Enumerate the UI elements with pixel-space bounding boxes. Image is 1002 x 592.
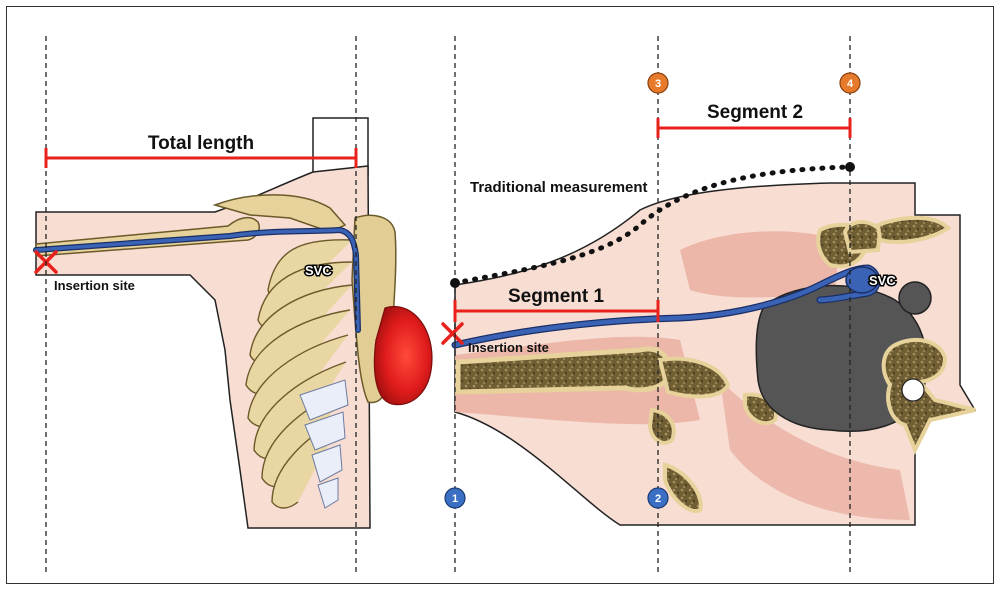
marker-4: 4 [840,73,860,93]
marker-1-number: 1 [452,493,458,505]
marker-2: 2 [648,488,668,508]
insertion-site-label-left: Insertion site [54,278,135,293]
insertion-site-label-right: Insertion site [468,340,549,355]
marker-3-number: 3 [655,78,661,90]
marker-2-number: 2 [655,493,661,505]
traditional-start-dot [450,278,460,288]
heart [374,306,432,404]
marker-4-number: 4 [847,78,854,90]
segment-2-label: Segment 2 [707,102,803,123]
marker-1: 1 [445,488,465,508]
traditional-end-dot [845,162,855,172]
svc-label-left: SVC [305,263,332,278]
traditional-measurement-label: Traditional measurement [470,179,648,196]
total-length-label: Total length [148,133,254,154]
marker-3: 3 [648,73,668,93]
segment-1-label: Segment 1 [508,286,605,307]
svc-label-right: SVC [869,273,896,288]
left-shoulder-illustration [36,118,432,528]
